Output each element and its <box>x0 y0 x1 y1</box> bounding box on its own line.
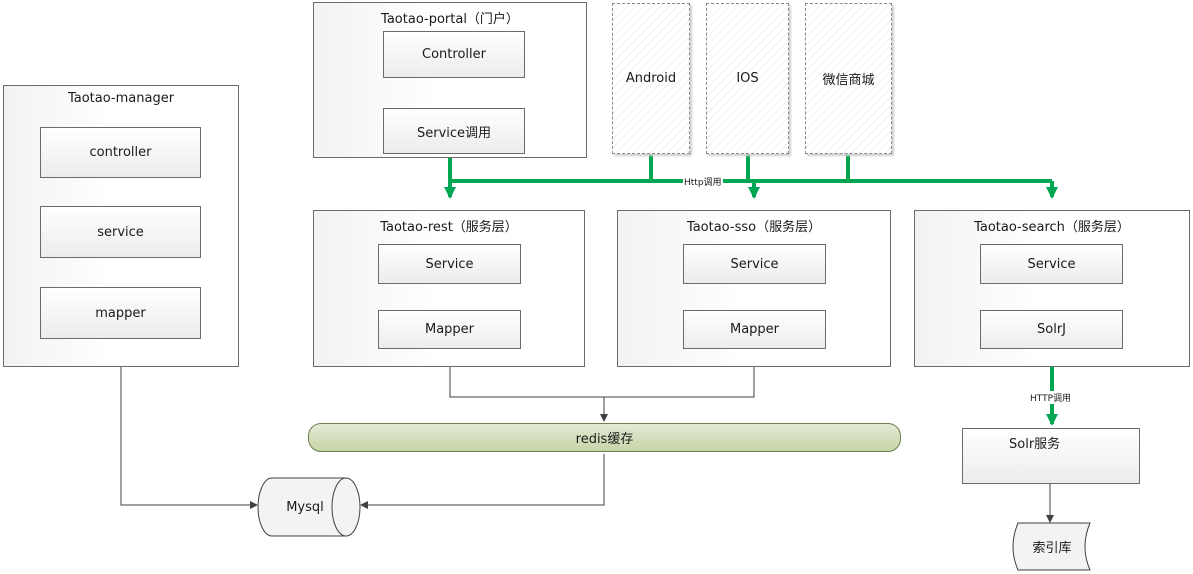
wechat-mall-client: 微信商城 <box>805 3 892 154</box>
portal-controller-box: Controller <box>383 31 525 78</box>
rest-service-box: Service <box>378 244 521 284</box>
sso-title: Taotao-sso（服务层） <box>686 220 822 235</box>
search-solrj-box: SolrJ <box>980 310 1123 349</box>
manager-service-box: service <box>40 206 201 258</box>
arrow-redis-to-mysql <box>360 454 605 509</box>
android-client: Android <box>612 3 690 154</box>
manager-title: Taotao-manager <box>67 91 175 106</box>
portal-service-box: Service调用 <box>383 108 525 154</box>
ios-client: IOS <box>706 3 789 154</box>
http-bus <box>444 154 1058 199</box>
arrow-manager-to-mysql <box>120 367 258 509</box>
redis-cache-bar: redis缓存 <box>308 423 901 452</box>
search-service-box: Service <box>980 244 1123 284</box>
rest-mapper-box: Mapper <box>378 310 521 349</box>
index-store-label: 索引库 <box>1032 541 1072 556</box>
search-title: Taotao-search（服务层） <box>974 220 1130 235</box>
solr-service-box: Solr服务 <box>962 428 1140 484</box>
portal-title: Taotao-portal（门户） <box>381 12 519 27</box>
sso-service-box: Service <box>683 244 826 284</box>
manager-mapper-box: mapper <box>40 287 201 339</box>
http-call-label-search: HTTP调用 <box>1029 391 1073 404</box>
mysql-cylinder-shape <box>257 477 361 537</box>
rest-title: Taotao-rest（服务层） <box>380 220 518 235</box>
sso-mapper-box: Mapper <box>683 310 826 349</box>
arrow-services-to-redis <box>449 367 755 398</box>
mysql-label: Mysql <box>286 499 324 515</box>
index-store-shape <box>1012 522 1091 571</box>
manager-controller-box: controller <box>40 127 201 178</box>
http-call-label: Http调用 <box>683 175 723 188</box>
